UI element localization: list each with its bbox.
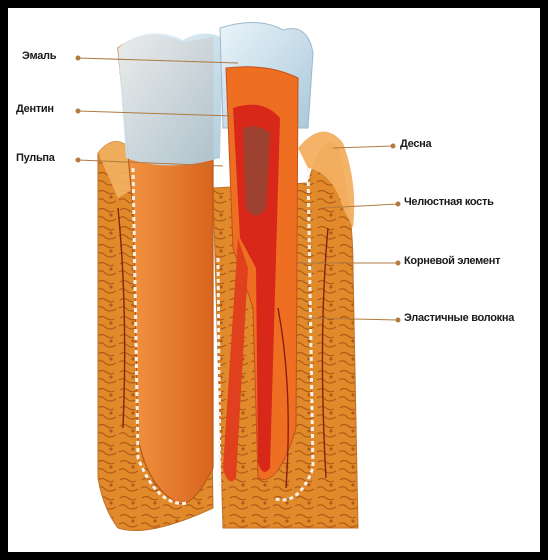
- label-dentin: Дентин: [16, 103, 54, 115]
- label-fibers: Эластичные волокна: [404, 312, 514, 324]
- label-gum: Десна: [400, 138, 431, 150]
- tooth-diagram: Эмаль Дентин Пульпа Десна Челюстная кост…: [8, 8, 540, 552]
- left-tooth-enamel: [118, 33, 223, 165]
- label-jaw-bone: Челюстная кость: [404, 196, 494, 208]
- label-root: Корневой элемент: [404, 255, 500, 267]
- label-pulp: Пульпа: [16, 152, 55, 164]
- label-enamel: Эмаль: [22, 50, 56, 62]
- tooth-illustration: [8, 8, 540, 552]
